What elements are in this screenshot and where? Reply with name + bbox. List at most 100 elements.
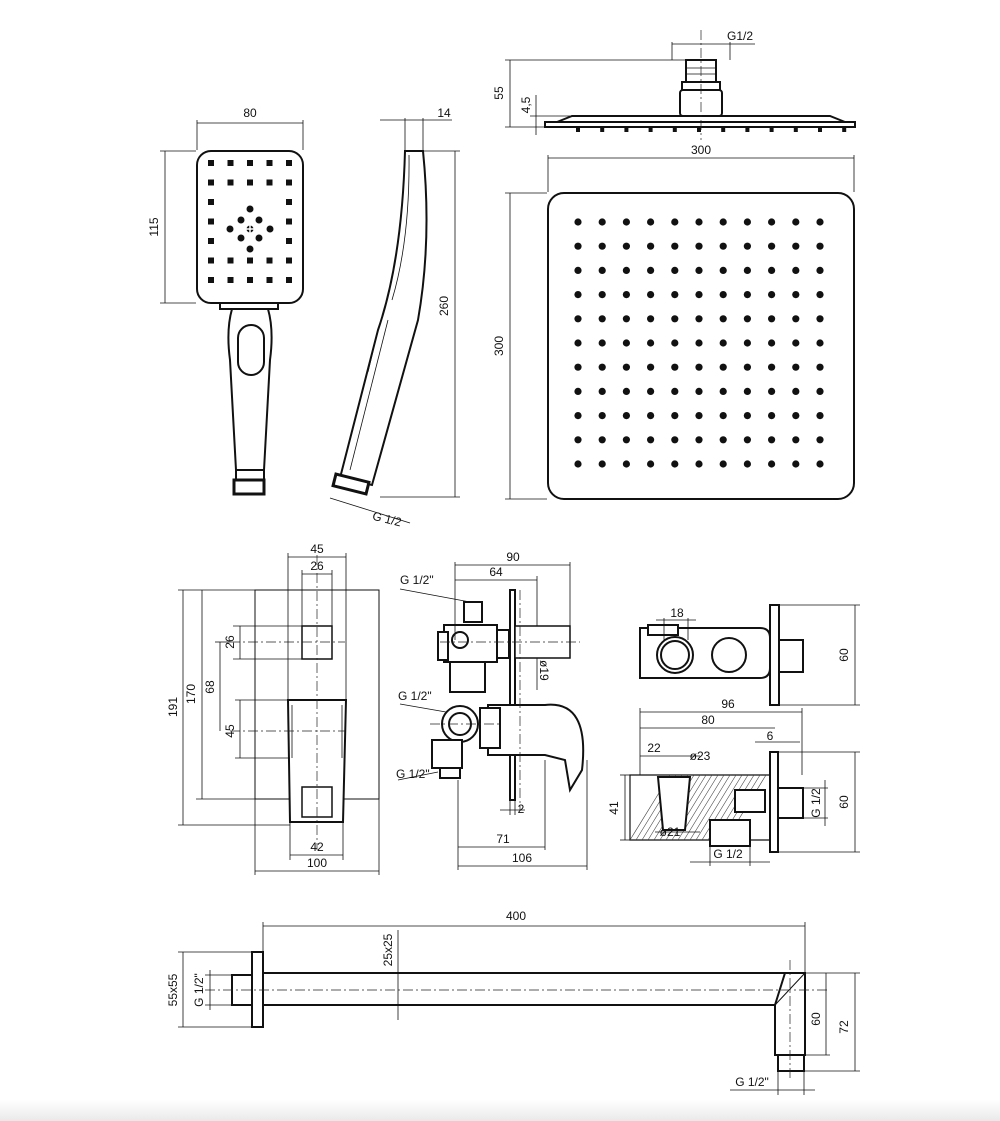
nozzle xyxy=(719,460,727,468)
mixer-side: 90 64 ø19 G 1/2" G 1/2" G 1/2" 2 71 106 xyxy=(396,550,588,870)
nozzle xyxy=(768,460,776,468)
rain-shower-nozzles xyxy=(574,218,824,468)
nozzle-tick xyxy=(842,127,847,132)
nozzle xyxy=(816,436,824,444)
nozzle xyxy=(743,387,752,395)
dim-dia-23: ø23 xyxy=(690,749,711,763)
nozzle xyxy=(768,218,776,226)
dim-depth-total: 90 xyxy=(506,550,520,564)
nozzle xyxy=(208,277,214,283)
nozzle xyxy=(792,460,800,468)
dim-height-60: 60 xyxy=(837,648,851,662)
nozzle xyxy=(671,242,679,250)
nozzle xyxy=(792,412,800,420)
thread-bottom-outlet: G 1/2 xyxy=(713,847,743,861)
nozzle xyxy=(286,179,292,186)
nozzle xyxy=(266,277,273,283)
nozzle xyxy=(816,460,824,468)
nozzle xyxy=(598,339,606,347)
nozzle xyxy=(816,387,824,395)
nozzle xyxy=(695,339,703,347)
nozzle xyxy=(671,387,679,395)
nozzle xyxy=(208,238,214,244)
nozzle xyxy=(227,179,234,186)
nozzle xyxy=(695,266,703,274)
nozzle xyxy=(743,339,752,347)
dim-arm-length: 400 xyxy=(506,909,526,923)
nozzle xyxy=(719,363,727,371)
nozzle xyxy=(286,238,292,244)
nozzle xyxy=(574,460,582,468)
nozzle xyxy=(671,315,679,323)
nozzle xyxy=(768,387,776,395)
dim-head-width: 80 xyxy=(243,106,257,120)
nozzle xyxy=(622,339,631,347)
dim-drop: 60 xyxy=(809,1012,823,1026)
thread-top: G 1/2" xyxy=(400,573,434,587)
nozzle xyxy=(768,436,776,444)
dim-lever-depth: 71 xyxy=(496,832,510,846)
nozzle xyxy=(574,315,582,323)
dim-height-top: 300 xyxy=(492,336,506,356)
nozzle xyxy=(647,436,655,444)
dim-height-60b: 60 xyxy=(837,795,851,809)
nozzle xyxy=(792,315,800,323)
mixer-front: 45 26 26 68 45 170 191 42 100 xyxy=(166,542,380,875)
thread-rain-shower: G1/2 xyxy=(727,29,753,43)
nozzle xyxy=(647,339,655,347)
dim-depth-96: 96 xyxy=(721,697,735,711)
nozzle-tick xyxy=(721,127,726,132)
dim-length: 260 xyxy=(437,296,451,316)
wall-outlet-section: 96 80 6 22 ø23 41 ø21 G 1/2 G 1/2 60 xyxy=(607,697,860,866)
nozzle xyxy=(208,179,214,186)
dim-plate: 4,5 xyxy=(519,96,533,113)
nozzle xyxy=(266,257,273,264)
nozzle-tick xyxy=(769,127,774,132)
nozzle xyxy=(695,412,703,420)
dim-height-41: 41 xyxy=(607,801,621,815)
nozzle-tick xyxy=(576,127,580,132)
nozzle xyxy=(719,242,727,250)
nozzle xyxy=(247,179,253,186)
nozzle xyxy=(622,242,631,250)
nozzle xyxy=(671,436,679,444)
bottom-edge xyxy=(0,1100,1000,1121)
nozzle xyxy=(598,387,606,395)
dim-offset-22: 22 xyxy=(647,741,661,755)
nozzle xyxy=(743,291,752,299)
nozzle xyxy=(768,315,776,323)
thread-mid: G 1/2" xyxy=(398,689,432,703)
hatch-line xyxy=(689,774,731,841)
nozzle xyxy=(622,436,631,444)
nozzle xyxy=(768,412,776,420)
nozzle xyxy=(743,436,752,444)
hand-shower-side: 14 260 G 1/2 xyxy=(329,106,460,530)
nozzle xyxy=(816,242,824,250)
nozzle xyxy=(743,412,752,420)
nozzle xyxy=(286,218,292,225)
shower-arm: 400 25x25 55x55 G 1/2" 60 72 G 1/2" xyxy=(166,909,860,1095)
dim-width-top: 45 xyxy=(310,542,324,556)
nozzle xyxy=(743,315,752,323)
nozzle xyxy=(647,315,655,323)
nozzle xyxy=(743,460,752,468)
dim-total-drop: 72 xyxy=(837,1020,851,1034)
nozzle xyxy=(208,257,214,264)
thread-hand-shower: G 1/2 xyxy=(371,509,403,530)
thread-wall: G 1/2" xyxy=(192,973,206,1007)
hatch-line xyxy=(695,774,737,841)
nozzle xyxy=(792,436,800,444)
nozzle xyxy=(743,266,752,274)
nozzle xyxy=(816,315,824,323)
nozzle xyxy=(719,266,727,274)
nozzle xyxy=(647,266,655,274)
nozzle xyxy=(695,363,703,371)
nozzle xyxy=(598,412,606,420)
nozzle xyxy=(598,315,606,323)
nozzle xyxy=(647,460,655,468)
nozzle xyxy=(671,218,679,226)
nozzle xyxy=(247,277,253,283)
nozzle xyxy=(792,363,800,371)
nozzle xyxy=(816,363,824,371)
nozzle xyxy=(719,291,727,299)
